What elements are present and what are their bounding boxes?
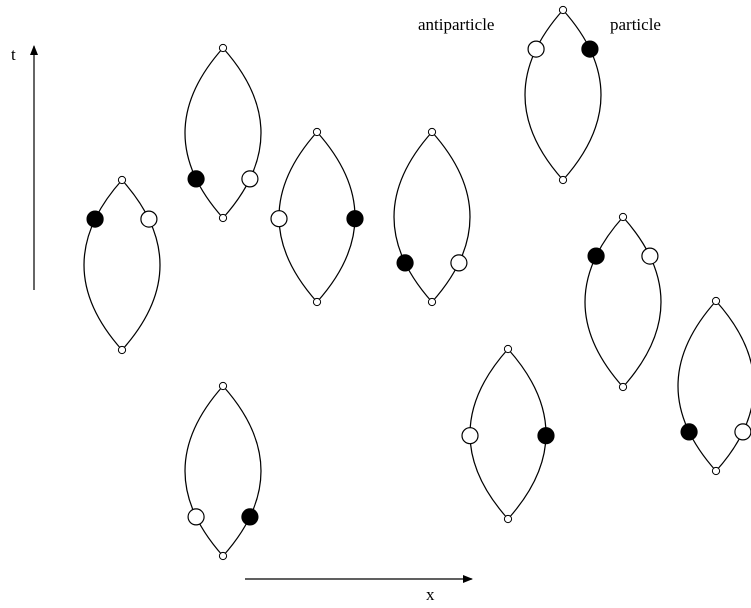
creation-vertex: [117, 175, 127, 185]
particle-dot: [581, 40, 599, 58]
creation-vertex: [218, 381, 228, 391]
particle-dot: [346, 210, 364, 228]
particle-dot: [187, 170, 205, 188]
annihilation-vertex: [711, 466, 721, 476]
loop-outline: [677, 300, 751, 472]
loop-outline: [393, 131, 471, 303]
loop-5: [524, 5, 602, 185]
antiparticle-dot: [641, 247, 659, 265]
antiparticle-dot: [241, 170, 259, 188]
creation-vertex: [312, 127, 322, 137]
antiparticle-dot: [734, 423, 751, 441]
annihilation-vertex: [218, 213, 228, 223]
antiparticle-dot: [140, 210, 158, 228]
loop-2: [184, 43, 262, 223]
creation-vertex: [618, 212, 628, 222]
loop-outline: [184, 385, 262, 557]
creation-vertex: [503, 344, 513, 354]
creation-vertex: [218, 43, 228, 53]
particle-loops: [83, 5, 751, 561]
time-axis-label: t: [11, 45, 16, 64]
particle-label: particle: [610, 15, 661, 34]
particle-dot: [396, 254, 414, 272]
annihilation-vertex: [427, 297, 437, 307]
antiparticle-dot: [187, 508, 205, 526]
loop-8: [461, 344, 555, 524]
annihilation-vertex: [117, 345, 127, 355]
particle-dot: [86, 210, 104, 228]
particle-dot: [680, 423, 698, 441]
loop-3: [270, 127, 364, 307]
loop-4: [393, 127, 471, 307]
particle-dot: [537, 427, 555, 445]
loop-outline: [278, 131, 356, 303]
loop-outline: [184, 47, 262, 219]
antiparticle-dot: [461, 427, 479, 445]
antiparticle-dot: [527, 40, 545, 58]
creation-vertex: [427, 127, 437, 137]
particle-dot: [241, 508, 259, 526]
antiparticle-label: antiparticle: [418, 15, 494, 34]
loop-outline: [524, 9, 602, 181]
annihilation-vertex: [218, 551, 228, 561]
annihilation-vertex: [558, 175, 568, 185]
space-axis-label: x: [426, 585, 435, 604]
annihilation-vertex: [312, 297, 322, 307]
particle-dot: [587, 247, 605, 265]
antiparticle-dot: [270, 210, 288, 228]
loop-outline: [469, 348, 547, 520]
loop-6: [584, 212, 662, 392]
loop-9: [677, 296, 751, 476]
antiparticle-dot: [450, 254, 468, 272]
loop-outline: [83, 179, 161, 351]
loop-7: [184, 381, 262, 561]
creation-vertex: [558, 5, 568, 15]
creation-vertex: [711, 296, 721, 306]
annihilation-vertex: [503, 514, 513, 524]
loop-1: [83, 175, 161, 355]
loop-outline: [584, 216, 662, 388]
annihilation-vertex: [618, 382, 628, 392]
